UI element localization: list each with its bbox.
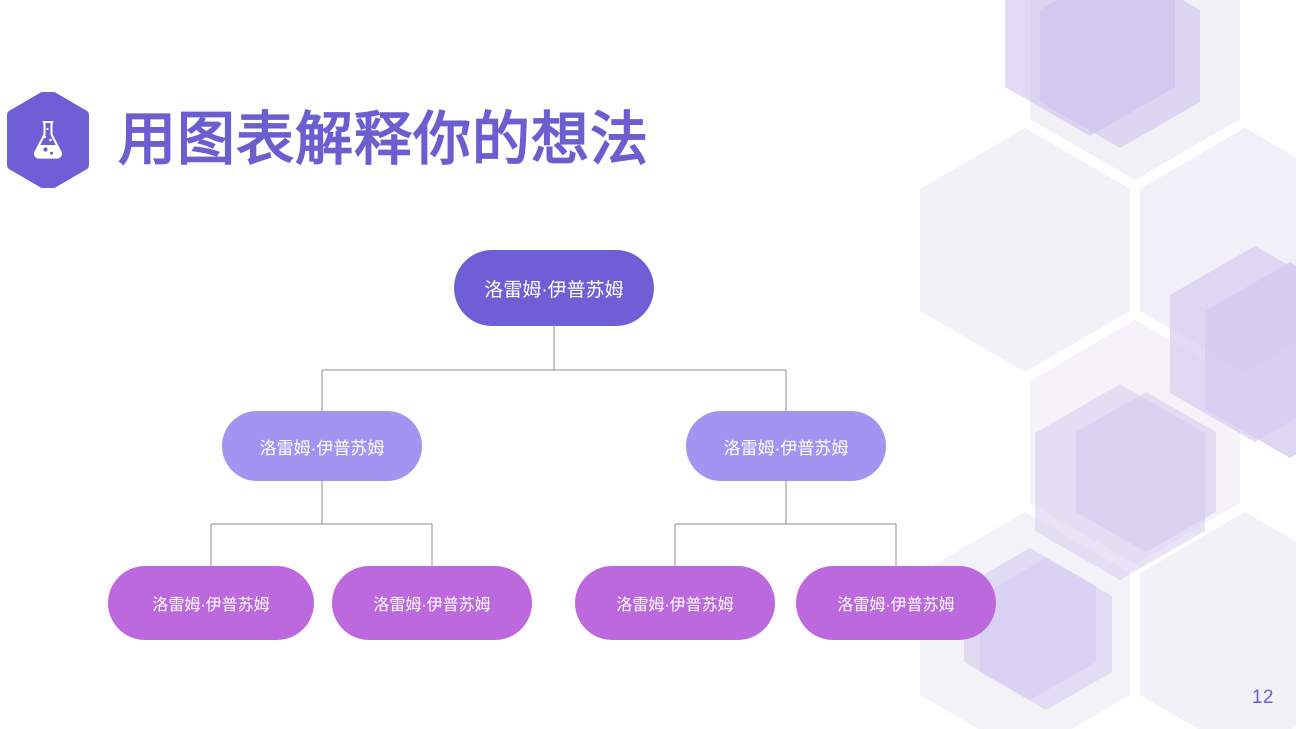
flask-icon xyxy=(34,120,62,159)
org-node-label: 洛雷姆·伊普苏姆 xyxy=(373,597,491,614)
org-node-branch-left[interactable]: 洛雷姆·伊普苏姆 xyxy=(222,411,422,481)
org-node-leaf-1[interactable]: 洛雷姆·伊普苏姆 xyxy=(108,566,314,640)
page-title: 用图表解释你的想法 xyxy=(118,107,650,172)
slide-header: 用图表解释你的想法 xyxy=(0,88,649,192)
org-node-label: 洛雷姆·伊普苏姆 xyxy=(152,597,270,614)
org-node-root[interactable]: 洛雷姆·伊普苏姆 xyxy=(454,250,654,326)
org-node-branch-right[interactable]: 洛雷姆·伊普苏姆 xyxy=(686,411,886,481)
org-node-label: 洛雷姆·伊普苏姆 xyxy=(484,279,624,301)
org-node-leaf-4[interactable]: 洛雷姆·伊普苏姆 xyxy=(796,566,996,640)
org-node-label: 洛雷姆·伊普苏姆 xyxy=(259,438,385,458)
page-number: 12 xyxy=(1251,687,1274,708)
org-node-label: 洛雷姆·伊普苏姆 xyxy=(616,597,734,614)
logo-hexagon xyxy=(5,92,91,188)
org-node-label: 洛雷姆·伊普苏姆 xyxy=(837,597,955,614)
org-node-label: 洛雷姆·伊普苏姆 xyxy=(723,438,849,458)
hexagon-shape-icon xyxy=(7,92,89,188)
org-node-leaf-2[interactable]: 洛雷姆·伊普苏姆 xyxy=(332,566,532,640)
org-node-leaf-3[interactable]: 洛雷姆·伊普苏姆 xyxy=(575,566,775,640)
